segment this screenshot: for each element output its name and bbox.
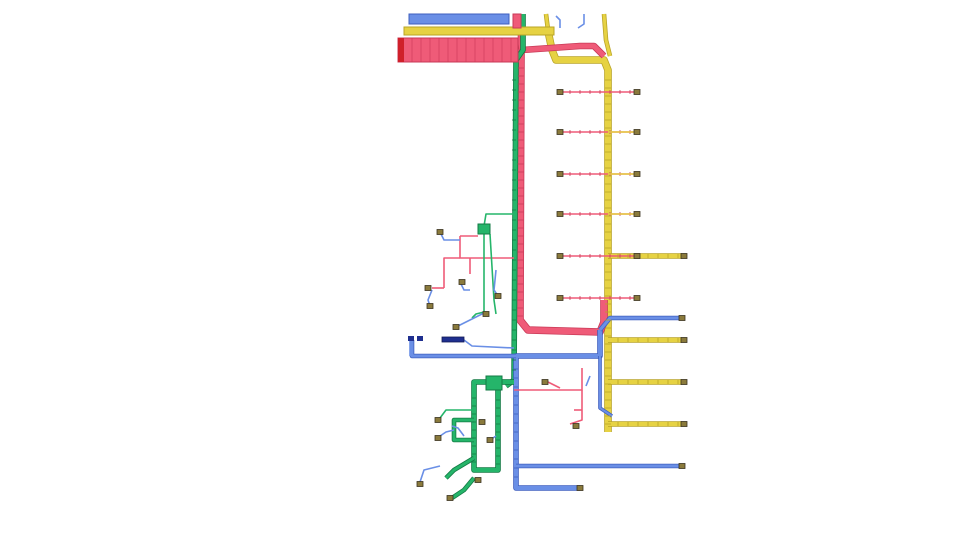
connector-right-row (633, 171, 641, 177)
green-upper-feed (483, 213, 514, 227)
connector-red-lower (572, 423, 580, 429)
green-lower-inner-edge (451, 417, 474, 443)
connector-lower-cluster (446, 495, 454, 501)
red-left-branch (459, 236, 514, 259)
green-lower-tail (451, 477, 476, 500)
connector-lower-cluster (478, 419, 486, 425)
navy-connector-bar (441, 336, 465, 343)
red-lower-branch (514, 368, 583, 391)
red-lower-stub (547, 381, 561, 389)
navy-connector-small (408, 336, 414, 341)
blue-lower-curl (451, 425, 465, 437)
connector-left-row (556, 253, 564, 259)
green-lower-stub (439, 409, 474, 419)
green-lower-loop (472, 380, 500, 472)
connector-right-row (633, 295, 641, 301)
green-lower-inner (452, 418, 474, 442)
connector-left-cluster (482, 311, 490, 317)
red-left-branch (443, 257, 460, 288)
blue-right-branch-edge (598, 315, 680, 332)
connector-left-row (556, 295, 564, 301)
green-junction-block-lower (485, 375, 503, 391)
green-upper-down (489, 233, 497, 315)
red-bundle-block (397, 37, 519, 63)
connector-left-row (556, 211, 564, 217)
harness-blocks (397, 13, 555, 391)
blue-curl-wire (555, 15, 561, 28)
red-trunk (517, 49, 607, 335)
yellow-feed-right (602, 13, 612, 57)
harness-bundles (409, 13, 682, 500)
connector-lower-cluster (434, 417, 442, 423)
connector-left-cluster (426, 303, 434, 309)
connector-left-row (556, 89, 564, 95)
green-lower-tail (444, 456, 475, 480)
connector-left-cluster (436, 229, 444, 235)
blue-left-branch (410, 340, 516, 358)
connector-right-row (633, 129, 641, 135)
blue-lower-curl (439, 429, 455, 437)
blue-navy-lead (463, 339, 515, 349)
harness-drop-wires (409, 14, 679, 483)
connector-left-row (556, 171, 564, 177)
green-lower-loop-edge (471, 379, 501, 473)
connector-yellow-branch (680, 379, 688, 385)
connector-left-cluster (494, 293, 502, 299)
connector-left-row (556, 129, 564, 135)
blue-curl-wire (577, 14, 585, 29)
connector-blue-lower (678, 463, 686, 469)
blue-right-branch (598, 316, 680, 331)
blue-small-drop (585, 375, 591, 387)
connector-blue-bottom (576, 485, 584, 491)
connector-yellow-branch (680, 337, 688, 343)
connector-lower-cluster (486, 437, 494, 443)
connector-left-cluster (458, 279, 466, 285)
connector-right-row (633, 253, 641, 259)
yellow-bundle-top (403, 26, 555, 36)
connector-blue-right (678, 315, 686, 321)
blue-curl-wire (457, 311, 487, 327)
blue-lower-curl (419, 465, 441, 483)
harness-connectors (416, 89, 688, 501)
navy-connector-small (417, 336, 423, 341)
connector-lower-cluster (416, 481, 424, 487)
connector-lower-cluster (434, 435, 442, 441)
green-upper-end (471, 311, 485, 319)
blue-curl-wire (493, 269, 499, 297)
connector-red-lower (541, 379, 549, 385)
red-lower-branch-down (569, 390, 583, 425)
connector-yellow-branch (680, 421, 688, 427)
red-bundle-end-cap (398, 38, 404, 62)
green-junction-block (477, 223, 491, 235)
blue-drop-right (599, 356, 613, 417)
red-bundle-stub-top (512, 13, 522, 29)
connector-yellow-branch (680, 253, 688, 259)
connector-left-cluster (452, 324, 460, 330)
connector-right-row (633, 211, 641, 217)
connector-lower-cluster (474, 477, 482, 483)
connector-left-cluster (424, 285, 432, 291)
blue-bundle-top (408, 13, 510, 25)
connector-right-row (633, 89, 641, 95)
